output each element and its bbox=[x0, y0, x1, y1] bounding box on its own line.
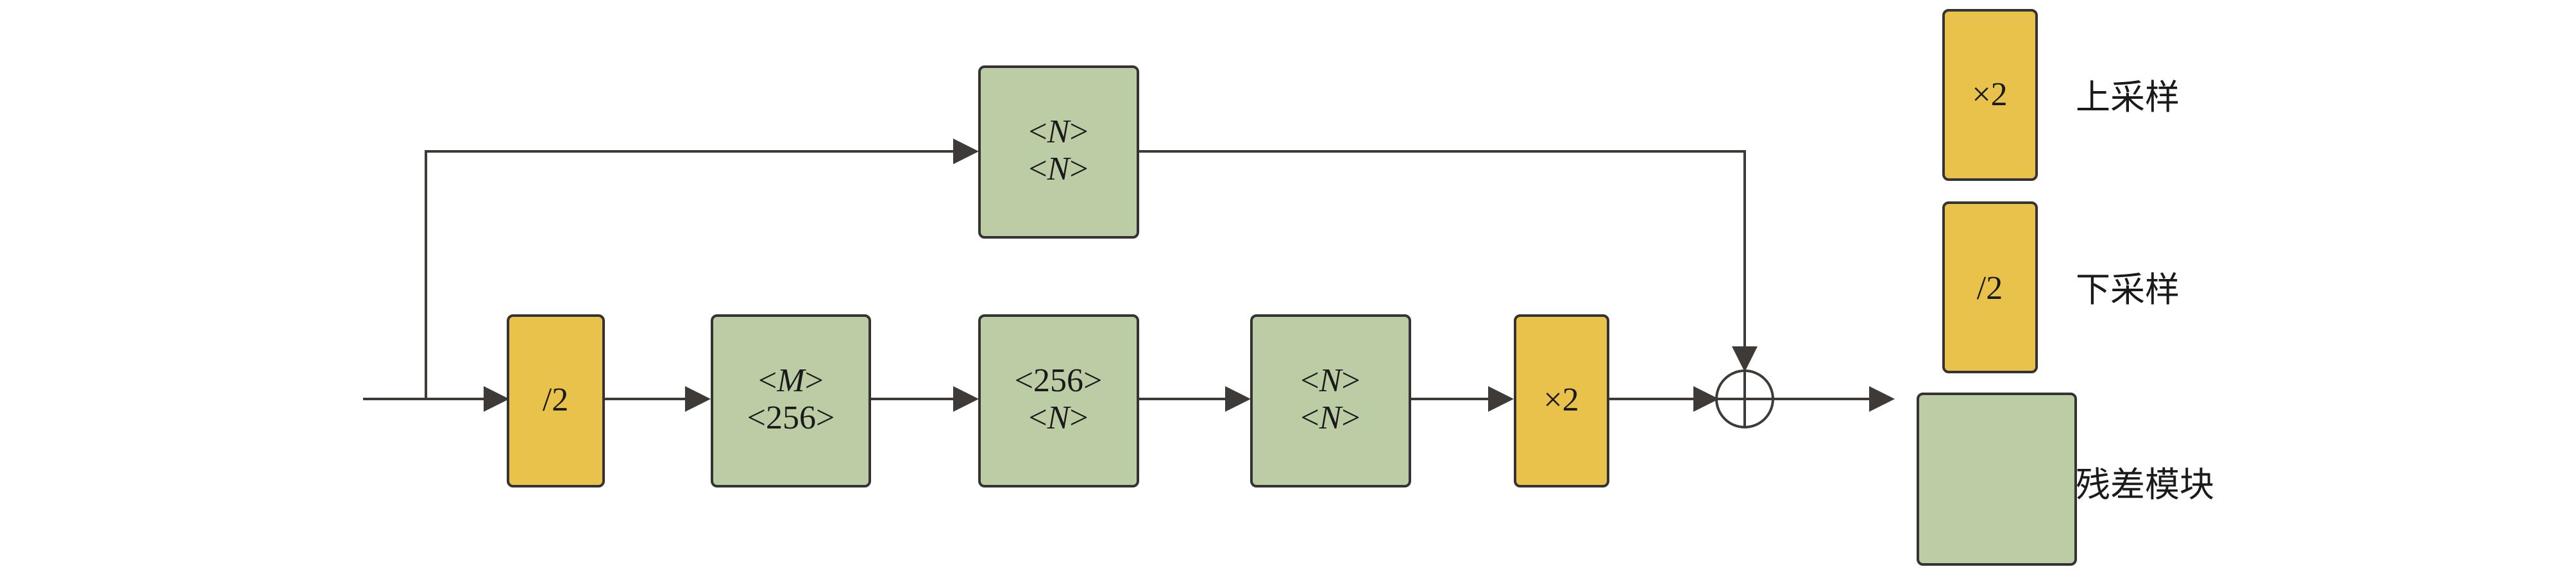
legend-downsample-symbol: /2 bbox=[1977, 270, 2003, 307]
res3-line1: <N> bbox=[1300, 362, 1360, 399]
skip-branch-down bbox=[1138, 150, 1758, 372]
res1-line2: <256> bbox=[747, 400, 835, 436]
legend-downsample: /2 下采样 bbox=[1942, 201, 2180, 373]
legend-upsample: ×2 上采样 bbox=[1942, 9, 2180, 181]
legend-downsample-text: 下采样 bbox=[2076, 269, 2180, 310]
residual-block-1: <M> <256> bbox=[711, 314, 871, 487]
connections bbox=[363, 139, 1895, 412]
downsample-block: /2 bbox=[507, 314, 605, 487]
legend-upsample-text: 上采样 bbox=[2076, 77, 2180, 117]
res1-line1: <M> bbox=[758, 362, 824, 399]
legend: ×2 上采样 /2 下采样 残差模块 bbox=[1917, 9, 2214, 566]
skip-block-line2: <N> bbox=[1028, 151, 1088, 187]
upsample-block-label: ×2 bbox=[1543, 382, 1579, 418]
skip-residual-block: <N> <N> bbox=[978, 65, 1139, 239]
sum-node bbox=[1715, 369, 1774, 428]
res3-line2: <N> bbox=[1300, 400, 1360, 436]
upsample-block: ×2 bbox=[1514, 314, 1609, 487]
legend-upsample-symbol: ×2 bbox=[1972, 76, 2007, 113]
residual-block-3: <N> <N> bbox=[1250, 314, 1411, 487]
res2-line1: <256> bbox=[1015, 362, 1103, 399]
res2-line2: <N> bbox=[1028, 400, 1088, 436]
legend-residual-text: 残差模块 bbox=[2076, 464, 2214, 505]
skip-branch-up bbox=[425, 139, 979, 399]
downsample-block-label: /2 bbox=[543, 382, 568, 418]
residual-block-2: <256> <N> bbox=[978, 314, 1139, 487]
skip-block-line1: <N> bbox=[1028, 114, 1088, 150]
legend-residual: 残差模块 bbox=[1917, 393, 2214, 566]
